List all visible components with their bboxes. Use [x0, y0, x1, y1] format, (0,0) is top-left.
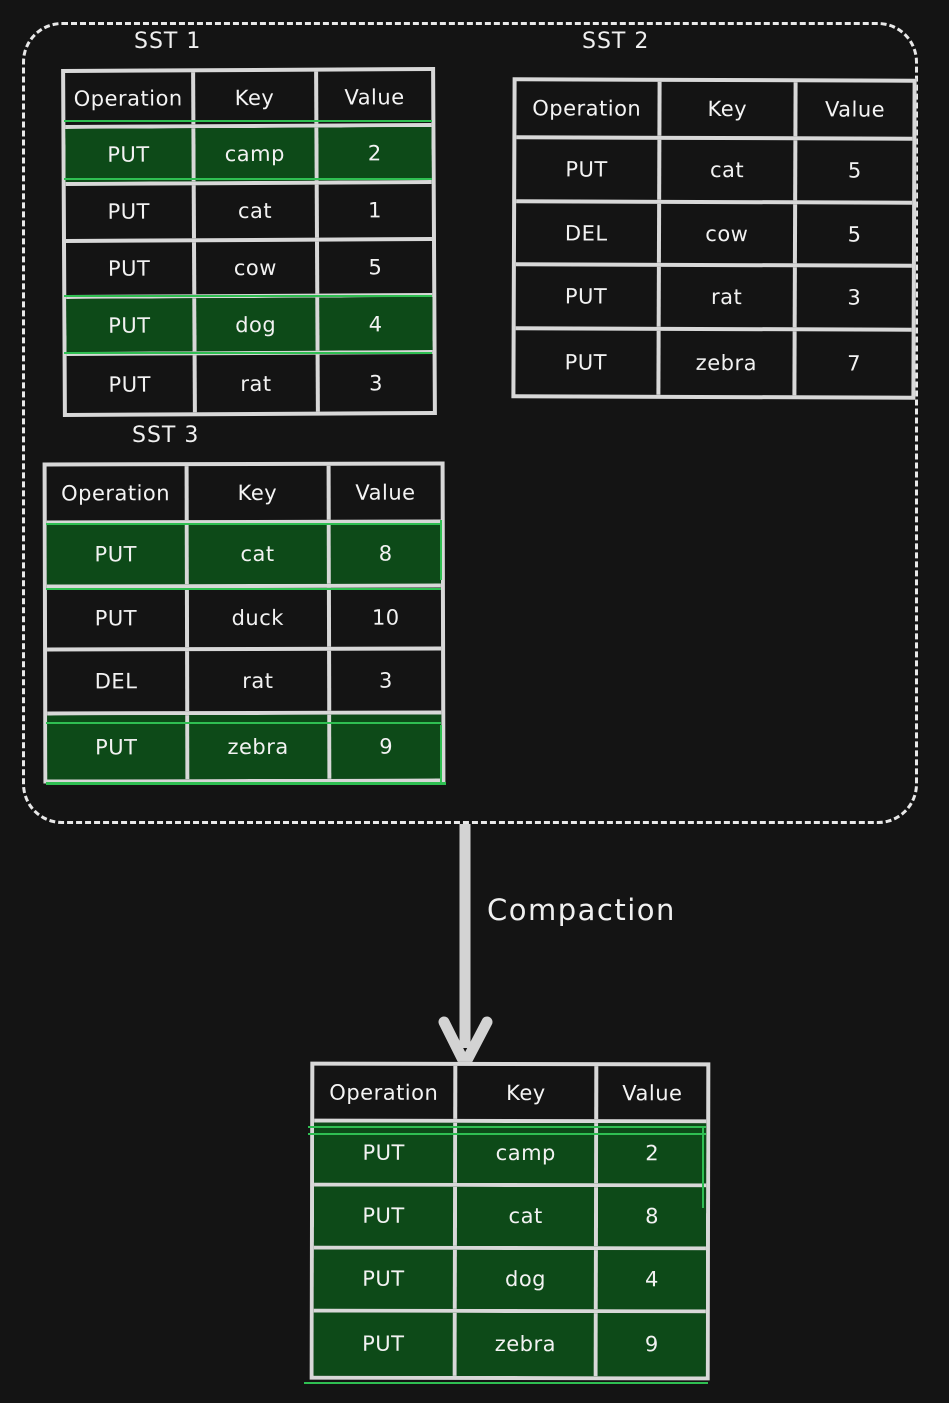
- sst-3-cell-key: cat: [188, 523, 331, 584]
- sst-2-header-key: Key: [660, 81, 798, 137]
- sst-2-cell-key: rat: [660, 267, 798, 328]
- sst-2-cell-value: 5: [847, 158, 862, 183]
- sst-3-cell-value: 8: [330, 523, 441, 584]
- result-cell-value: 4: [598, 1249, 706, 1310]
- sst-3-cell-key: duck: [188, 587, 331, 648]
- result-header-value: Value: [622, 1080, 683, 1106]
- result-cell-op: PUT: [314, 1122, 458, 1183]
- result-cell-op: PUT: [313, 1312, 457, 1376]
- sst-2-cell-key: zebra: [659, 330, 797, 396]
- sst-2-header-value: Value: [824, 97, 886, 122]
- sst-3-header-key: Key: [188, 465, 331, 521]
- result-cell-key: zebra: [456, 1312, 598, 1377]
- sst-3-cell-key: zebra: [189, 714, 332, 780]
- result-header-key: Key: [457, 1065, 599, 1120]
- sst-2-cell-op: PUT: [516, 139, 661, 200]
- sst-1-cell-op: PUT: [66, 298, 197, 353]
- sst-3-cell-op: PUT: [46, 587, 189, 648]
- sst-3-cell-value: 9: [330, 714, 442, 779]
- sst-2-cell-op: PUT: [515, 330, 661, 395]
- sst-2-cell-key: cow: [660, 203, 798, 264]
- sst-1-cell-value: 1: [368, 198, 383, 223]
- sst-2-cell-value: 5: [847, 222, 862, 247]
- sst-2-cell-op: PUT: [515, 266, 661, 327]
- sst-1-cell-key: dog: [196, 298, 320, 352]
- sst-3-cell-op: PUT: [46, 524, 189, 585]
- sst-1-cell-op: PUT: [65, 185, 196, 239]
- sst-1-cell-value: 2: [317, 127, 432, 181]
- sst-3-cell-value: 3: [378, 668, 393, 693]
- compaction-arrow-icon: [438, 824, 493, 1070]
- result-cell-op: PUT: [313, 1249, 458, 1309]
- sst-1-cell-op: PUT: [65, 128, 196, 182]
- result-cell-key: dog: [456, 1249, 599, 1309]
- sst-2-label: SST 2: [582, 29, 650, 54]
- sst-2-header-op: Operation: [516, 81, 662, 136]
- sst-2-cell-value: 7: [847, 351, 862, 376]
- sst-1-header-key: Key: [195, 71, 318, 125]
- sst-1-cell-value: 4: [318, 297, 433, 351]
- sst-1-header-op: Operation: [65, 72, 196, 126]
- result-cell-key: camp: [457, 1123, 599, 1183]
- sst-1-cell-key: cow: [195, 241, 319, 295]
- sst-3-header-op: Operation: [46, 466, 189, 521]
- sst-1-header-value: Value: [344, 85, 405, 110]
- sst-1-cell-key: rat: [196, 354, 320, 413]
- sst-input-group-border: [22, 22, 918, 824]
- sst-1-cell-value: 3: [368, 370, 383, 395]
- result-cell-value: 2: [598, 1123, 707, 1183]
- sst-2-cell-key: cat: [660, 139, 798, 200]
- sst-2-cell-op: DEL: [515, 202, 661, 264]
- sst-3-cell-op: DEL: [47, 651, 190, 712]
- result-cell-value: 8: [598, 1186, 707, 1247]
- sst-3-cell-key: rat: [188, 651, 331, 712]
- compaction-arrow: [430, 824, 510, 1070]
- sst-3-label: SST 3: [132, 423, 200, 448]
- result-cell-op: PUT: [313, 1186, 458, 1246]
- compaction-label: Compaction: [487, 893, 676, 927]
- sst-2-cell-value: 3: [847, 285, 862, 310]
- result-cell-value: 9: [597, 1312, 706, 1377]
- highlight-accent-stroke: [304, 1382, 708, 1384]
- sst-1-cell-op: PUT: [66, 241, 197, 296]
- result-cell-key: cat: [457, 1186, 599, 1246]
- sst-1-cell-op: PUT: [66, 355, 197, 413]
- result-header-op: Operation: [314, 1065, 458, 1120]
- sst-3-cell-op: PUT: [47, 715, 190, 780]
- sst-3-header-value: Value: [355, 480, 416, 505]
- sst-3-cell-value: 10: [371, 605, 400, 630]
- sst-1-label: SST 1: [134, 29, 202, 54]
- sst-1-cell-key: cat: [195, 184, 319, 238]
- sst-1-cell-key: camp: [195, 127, 319, 182]
- sst-1-cell-value: 5: [368, 255, 383, 280]
